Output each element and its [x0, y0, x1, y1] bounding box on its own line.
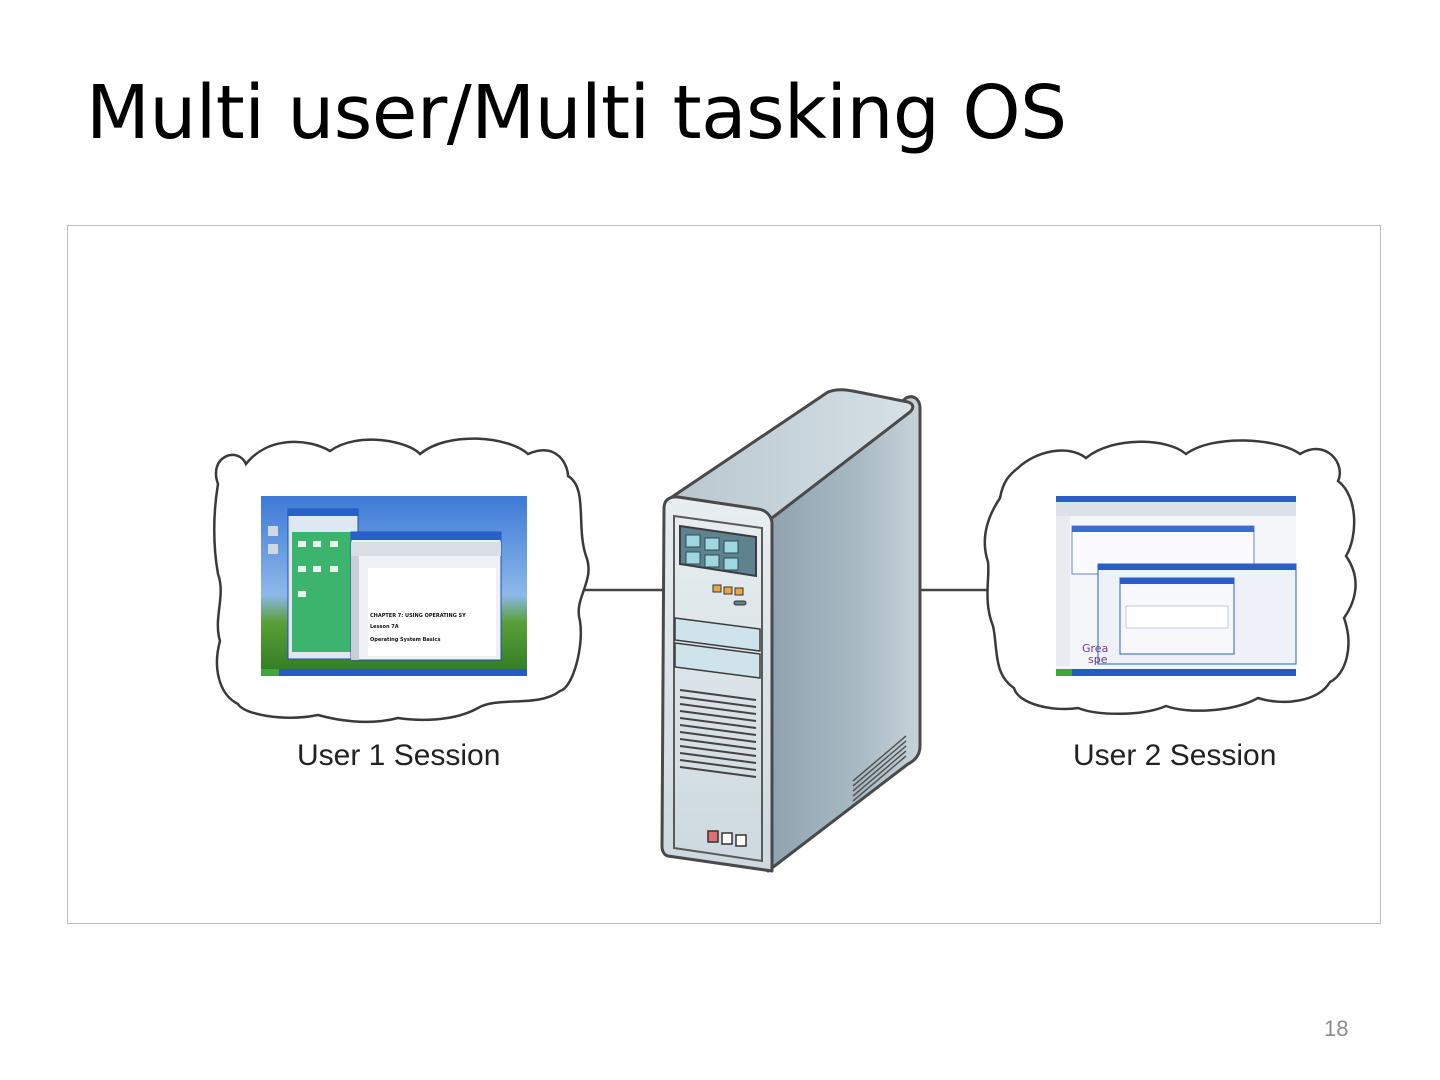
- screenshot-heading-text: CHAPTER 7: USING OPERATING SY: [370, 613, 466, 619]
- page-number: 18: [1324, 1016, 1349, 1041]
- screenshot-subheading-text: Operating System Basics: [370, 637, 440, 643]
- screenshot-purple-text-2: spe: [1088, 653, 1108, 666]
- user-1-session-caption: User 1 Session: [297, 739, 500, 772]
- user-1-session-cloud: CHAPTER 7: USING OPERATING SY Lesson 7A …: [213, 437, 590, 724]
- screenshot-purple-text-1: Grea: [1082, 642, 1108, 655]
- screenshot-lesson-text: Lesson 7A: [370, 624, 399, 630]
- user-2-desktop-screenshot: Grea spe: [1056, 496, 1297, 676]
- diagram-canvas: CHAPTER 7: USING OPERATING SY Lesson 7A …: [213, 388, 1357, 873]
- server-tower-icon: [660, 388, 922, 873]
- slide-title: Multi user/Multi tasking OS: [86, 70, 1067, 156]
- user-1-desktop-screenshot: CHAPTER 7: USING OPERATING SY Lesson 7A …: [261, 496, 527, 676]
- user-2-session-caption: User 2 Session: [1073, 739, 1276, 772]
- user-2-session-cloud: Grea spe: [983, 439, 1357, 715]
- diagram-frame: CHAPTER 7: USING OPERATING SY Lesson 7A …: [67, 225, 1381, 924]
